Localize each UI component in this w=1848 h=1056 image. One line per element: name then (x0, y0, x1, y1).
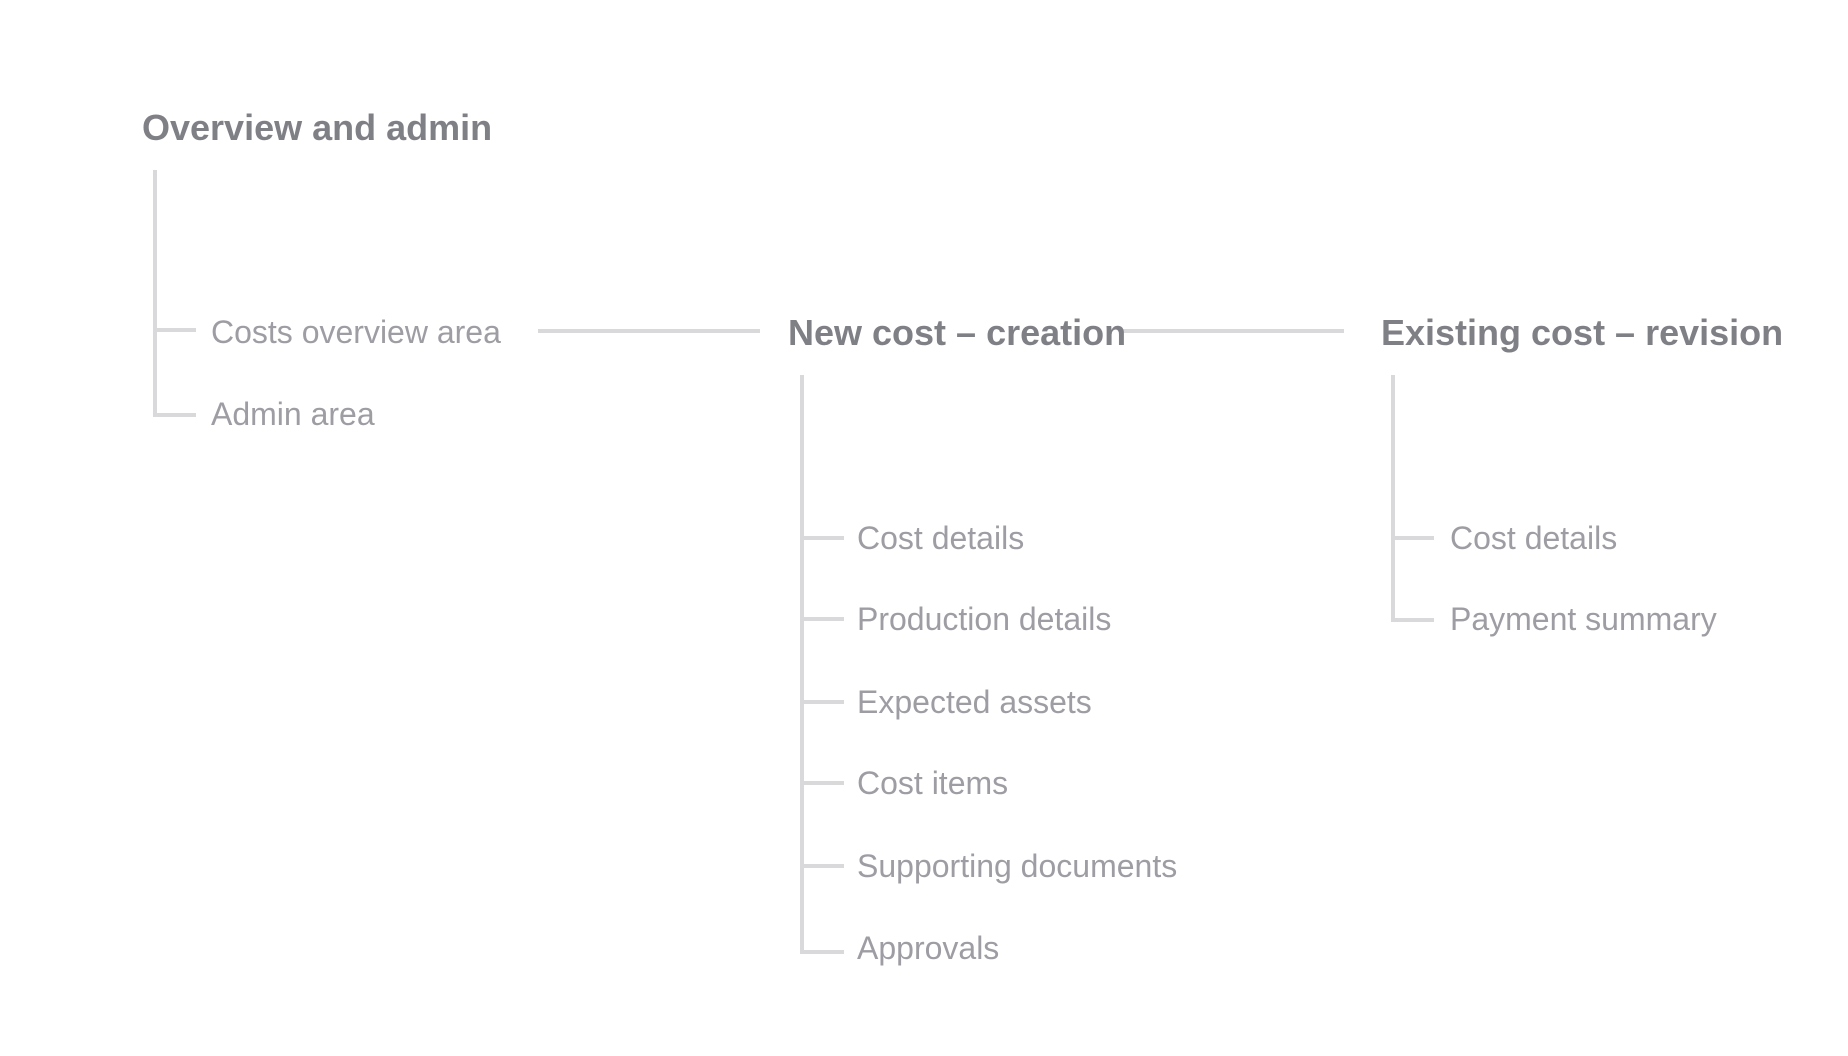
group-title-new-cost-creation: New cost – creation (788, 312, 1127, 353)
tree-connector-existing-cost (1391, 375, 1434, 622)
list-item-cost-details-revision: Cost details (1450, 520, 1618, 556)
list-item-supporting-documents: Supporting documents (857, 848, 1178, 884)
list-item-expected-assets: Expected assets (857, 684, 1092, 720)
group-title-existing-cost-revision: Existing cost – revision (1381, 312, 1784, 353)
list-item-cost-items: Cost items (857, 765, 1009, 801)
list-item-admin-area: Admin area (211, 396, 375, 432)
list-item-approvals: Approvals (857, 930, 1000, 966)
list-item-payment-summary: Payment summary (1450, 601, 1717, 637)
tree-connector-overview (153, 170, 196, 417)
list-item-production-details: Production details (857, 601, 1112, 637)
list-item-costs-overview-area: Costs overview area (211, 314, 501, 350)
group-title-overview-admin: Overview and admin (142, 107, 493, 148)
tree-connector-new-cost (800, 375, 844, 954)
list-item-cost-details: Cost details (857, 520, 1025, 556)
